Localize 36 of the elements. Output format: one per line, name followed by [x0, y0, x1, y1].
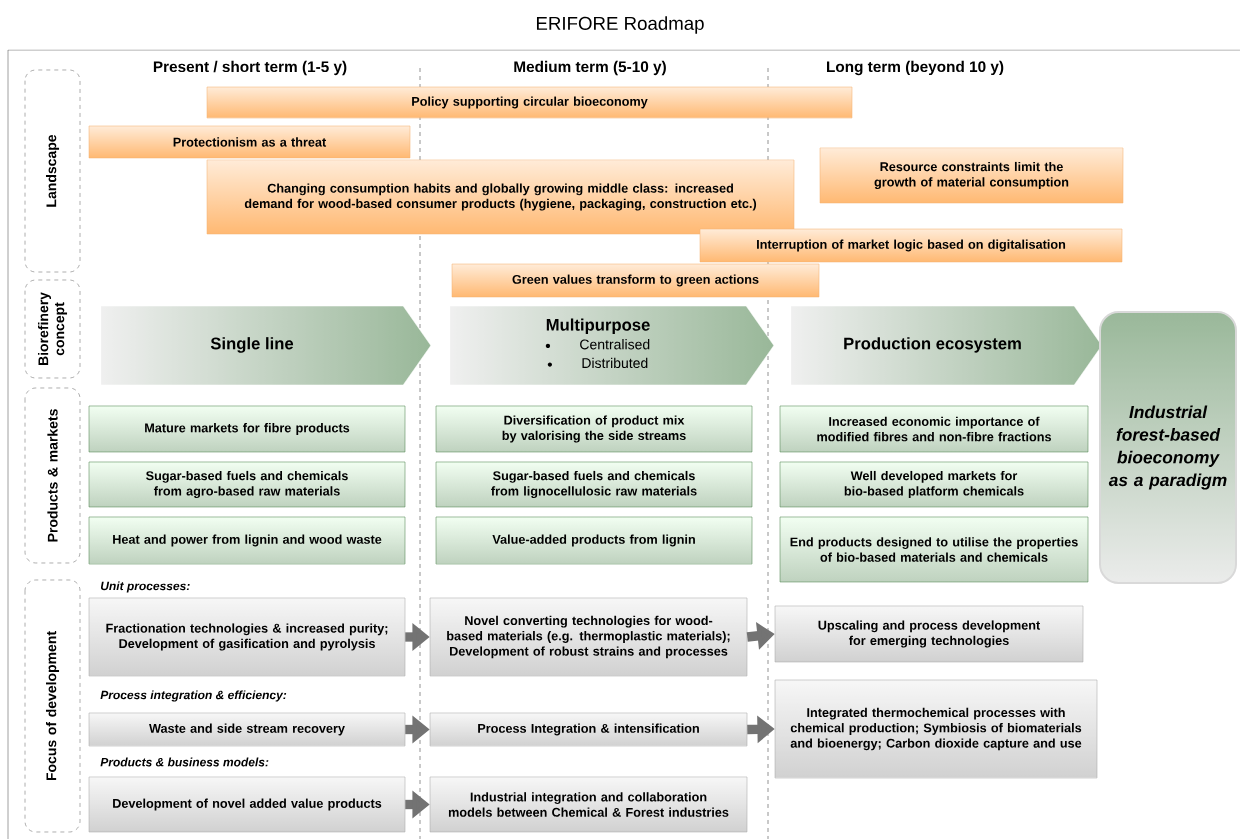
development-box: Process Integration & intensification	[429, 712, 748, 747]
development-box: Industrial integration and collaboration models between Chemical & Forest industries	[429, 776, 748, 833]
market-box: Sugar-based fuels and chemicals from agro-based raw materials	[88, 461, 406, 508]
row-label-box: Biorefinery concept	[24, 279, 81, 379]
chevron-arrow-box: Production ecosystem	[790, 305, 1103, 386]
development-box: Integrated thermochemical processes with chemical production; Symbiosis of biomaterials and bioenergy; Carbon dioxide capture and use	[774, 679, 1098, 779]
development-box: Development of novel added value products	[88, 776, 406, 833]
market-box: Diversification of product mix by valorising the side streams	[435, 405, 753, 453]
section-label: Process integration & efficiency:	[100, 690, 287, 702]
row-label-box: Focus of development	[24, 579, 81, 833]
development-box: Novel converting technologies for wood-based materials (e.g. thermoplastic materials); Development of robust strains and processes	[429, 597, 748, 677]
chevron-arrow-box: Multipurpose Centralised Distributed	[449, 305, 775, 386]
row-label-box: Landscape	[24, 69, 81, 273]
section-label: Products & business models:	[100, 757, 269, 767]
landscape-bar: Interruption of market logic based on digitalisation	[699, 228, 1123, 263]
market-box: Mature markets for fibre products	[88, 405, 406, 453]
market-box: Well developed markets for bio-based platform chemicals	[779, 461, 1089, 508]
development-box: Upscaling and process development for emerging technologies	[774, 605, 1084, 663]
market-box: End products designed to utilise the properties of bio-based materials and chemicals	[779, 516, 1089, 583]
landscape-bar: Green values transform to green actions	[451, 263, 820, 298]
development-box: Waste and side stream recovery	[88, 712, 406, 747]
column-heading: Present / short term (1-5 y)	[153, 60, 347, 76]
row-label-box: Products & markets	[24, 387, 81, 564]
title: ERIFORE Roadmap	[537, 16, 704, 34]
market-box: Value-added products from lignin	[435, 516, 753, 565]
chevron-arrow-box: Single line	[100, 305, 432, 386]
market-box: Heat and power from lignin and wood waste	[88, 516, 406, 565]
market-box: Increased economic importance of modified fibres and non-fibre fractions	[779, 405, 1089, 453]
market-box: Sugar-based fuels and chemicals from lignocellulosic raw materials	[435, 461, 753, 508]
section-label: Unit processes:	[100, 581, 190, 593]
development-box: Fractionation technologies & increased purity; Development of gasification and pyrolysis	[88, 597, 406, 677]
landscape-bar: Policy supporting circular bioeconomy	[206, 86, 853, 119]
landscape-bar: Protectionism as a threat	[88, 125, 411, 159]
paradigm-box: Industrial forest-based bioeconomy as a paradigm	[1099, 311, 1237, 584]
landscape-bar: Resource constraints limit the growth of material consumption	[819, 147, 1124, 204]
column-heading: Long term (beyond 10 y)	[827, 60, 1004, 76]
